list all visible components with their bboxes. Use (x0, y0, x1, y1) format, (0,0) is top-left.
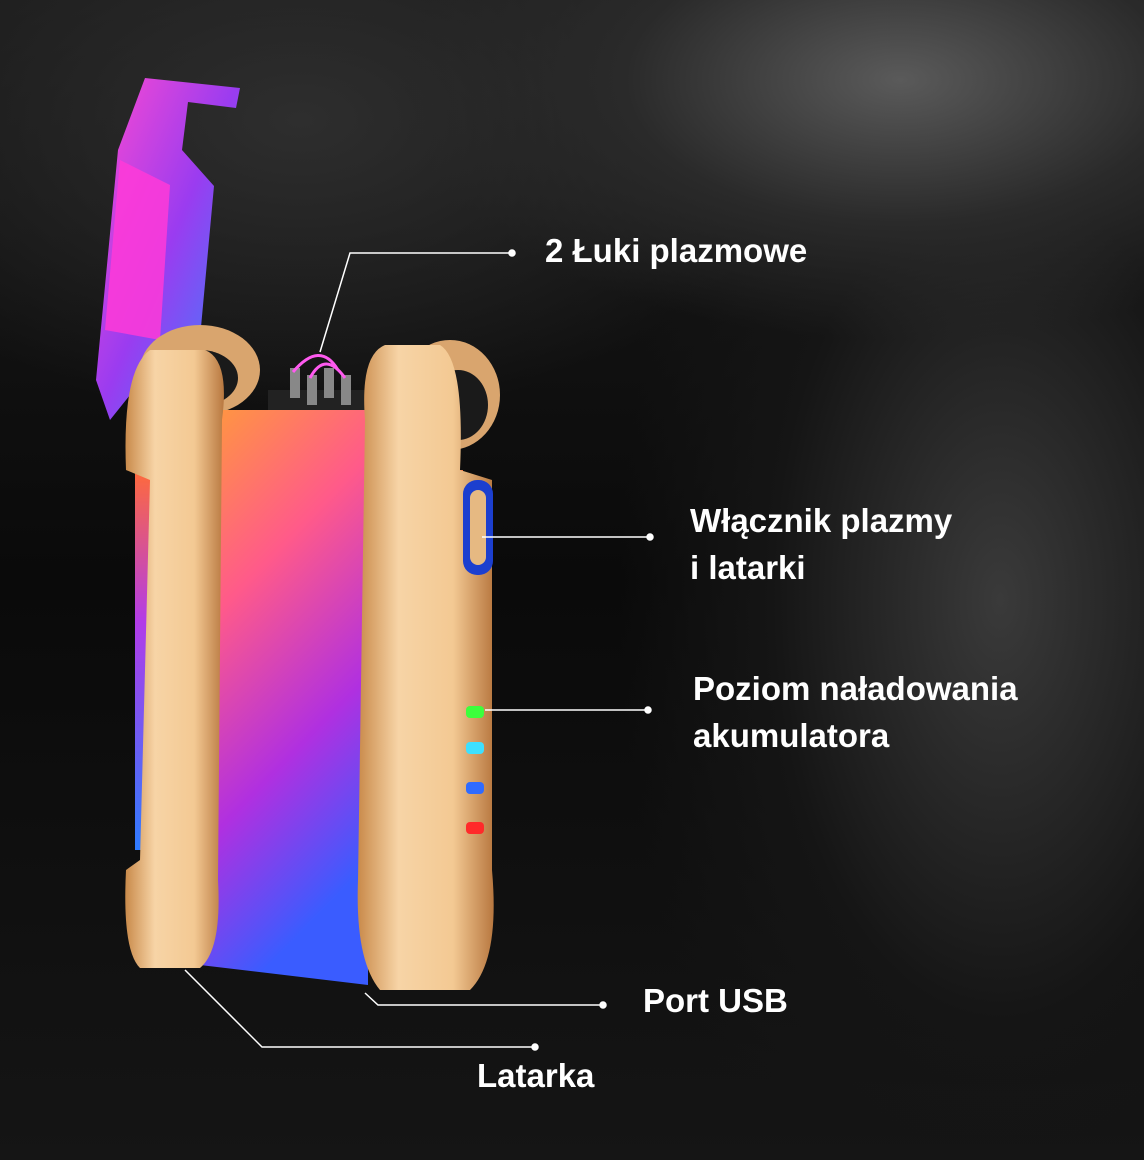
battery-led (466, 822, 484, 834)
callout-plasma-arcs: 2 Łuki plazmowe (545, 232, 808, 269)
callout-battery-line2: akumulatora (693, 717, 890, 754)
callout-switch-line1: Włącznik plazmy (690, 502, 953, 539)
callout-flashlight: Latarka (477, 1057, 595, 1094)
gold-frame-right (357, 345, 494, 990)
callout-usb-port: Port USB (643, 982, 788, 1019)
plasma-electrodes (268, 354, 368, 415)
battery-led (466, 782, 484, 794)
gold-frame-left (125, 350, 224, 968)
callout-lines (184, 249, 654, 1051)
open-lid (96, 78, 240, 420)
battery-leds (466, 706, 484, 834)
battery-led (466, 742, 484, 754)
battery-led (466, 706, 484, 718)
power-button[interactable] (463, 480, 493, 575)
center-panel (200, 410, 368, 985)
callout-switch-line2: i latarki (690, 549, 806, 586)
callout-battery-line1: Poziom naładowania (693, 670, 1018, 707)
